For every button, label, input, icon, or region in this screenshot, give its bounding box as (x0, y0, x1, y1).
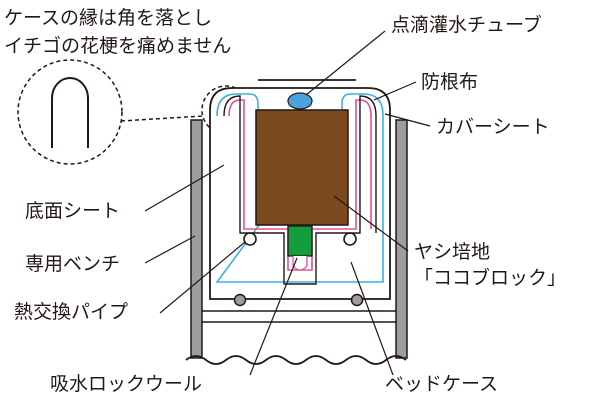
label-bench: 専用ベンチ (25, 253, 120, 275)
label-rockwool: 吸水ロックウール (50, 373, 202, 395)
corner-detail-rounded-edge (51, 77, 89, 148)
corner-detail-circle (17, 59, 123, 165)
rockwool-block (287, 225, 313, 257)
cover-sheet-line (215, 93, 384, 283)
note-line-1: ケースの縁は角を落とし (4, 7, 212, 29)
drip-tube (287, 92, 313, 110)
label-substrate-line-2: 「ココブロック」 (414, 266, 566, 289)
bench (190, 119, 408, 359)
label-bed-case: ベッドケース (385, 373, 498, 395)
coco-block (255, 109, 349, 226)
label-heat-pipe: 熱交換パイプ (14, 301, 128, 323)
label-bottom-sheet: 底面シート (25, 200, 120, 222)
bench-right-post (395, 119, 408, 359)
label-root-sheet: 防根布 (421, 71, 478, 93)
leader-lines (144, 30, 431, 376)
bench-left-post (190, 119, 203, 359)
root-sheet-line (228, 99, 372, 271)
ground-wave (185, 355, 407, 365)
lead-drip-tube (305, 30, 386, 96)
lead-heat-pipe (159, 241, 246, 314)
label-substrate-line-1: ヤシ培地 (414, 241, 490, 263)
note-line-2: イチゴの花梗を痛めません (4, 35, 231, 57)
lead-bed-case (350, 261, 394, 376)
labels: ケースの縁は角を落とし イチゴの花梗を痛めません 点滴灌水チューブ 防根布 カバ… (4, 7, 566, 395)
bottom-pipe-right (350, 293, 364, 307)
lead-root-sheet (373, 81, 417, 101)
lead-cover-sheet (384, 113, 431, 127)
bottom-sheet-line (223, 95, 377, 285)
lead-bottom-sheet (144, 164, 225, 212)
label-cover-sheet: カバーシート (436, 116, 550, 138)
lead-rockwool (249, 257, 298, 376)
bottom-pipe-left (233, 293, 247, 307)
lead-bench (144, 235, 196, 264)
bottom-pipes (233, 293, 364, 307)
heat-pipe-left (243, 232, 257, 246)
label-drip-tube: 点滴灌水チューブ (391, 13, 542, 36)
lead-substrate (333, 195, 409, 252)
heat-pipe-right (343, 232, 357, 246)
